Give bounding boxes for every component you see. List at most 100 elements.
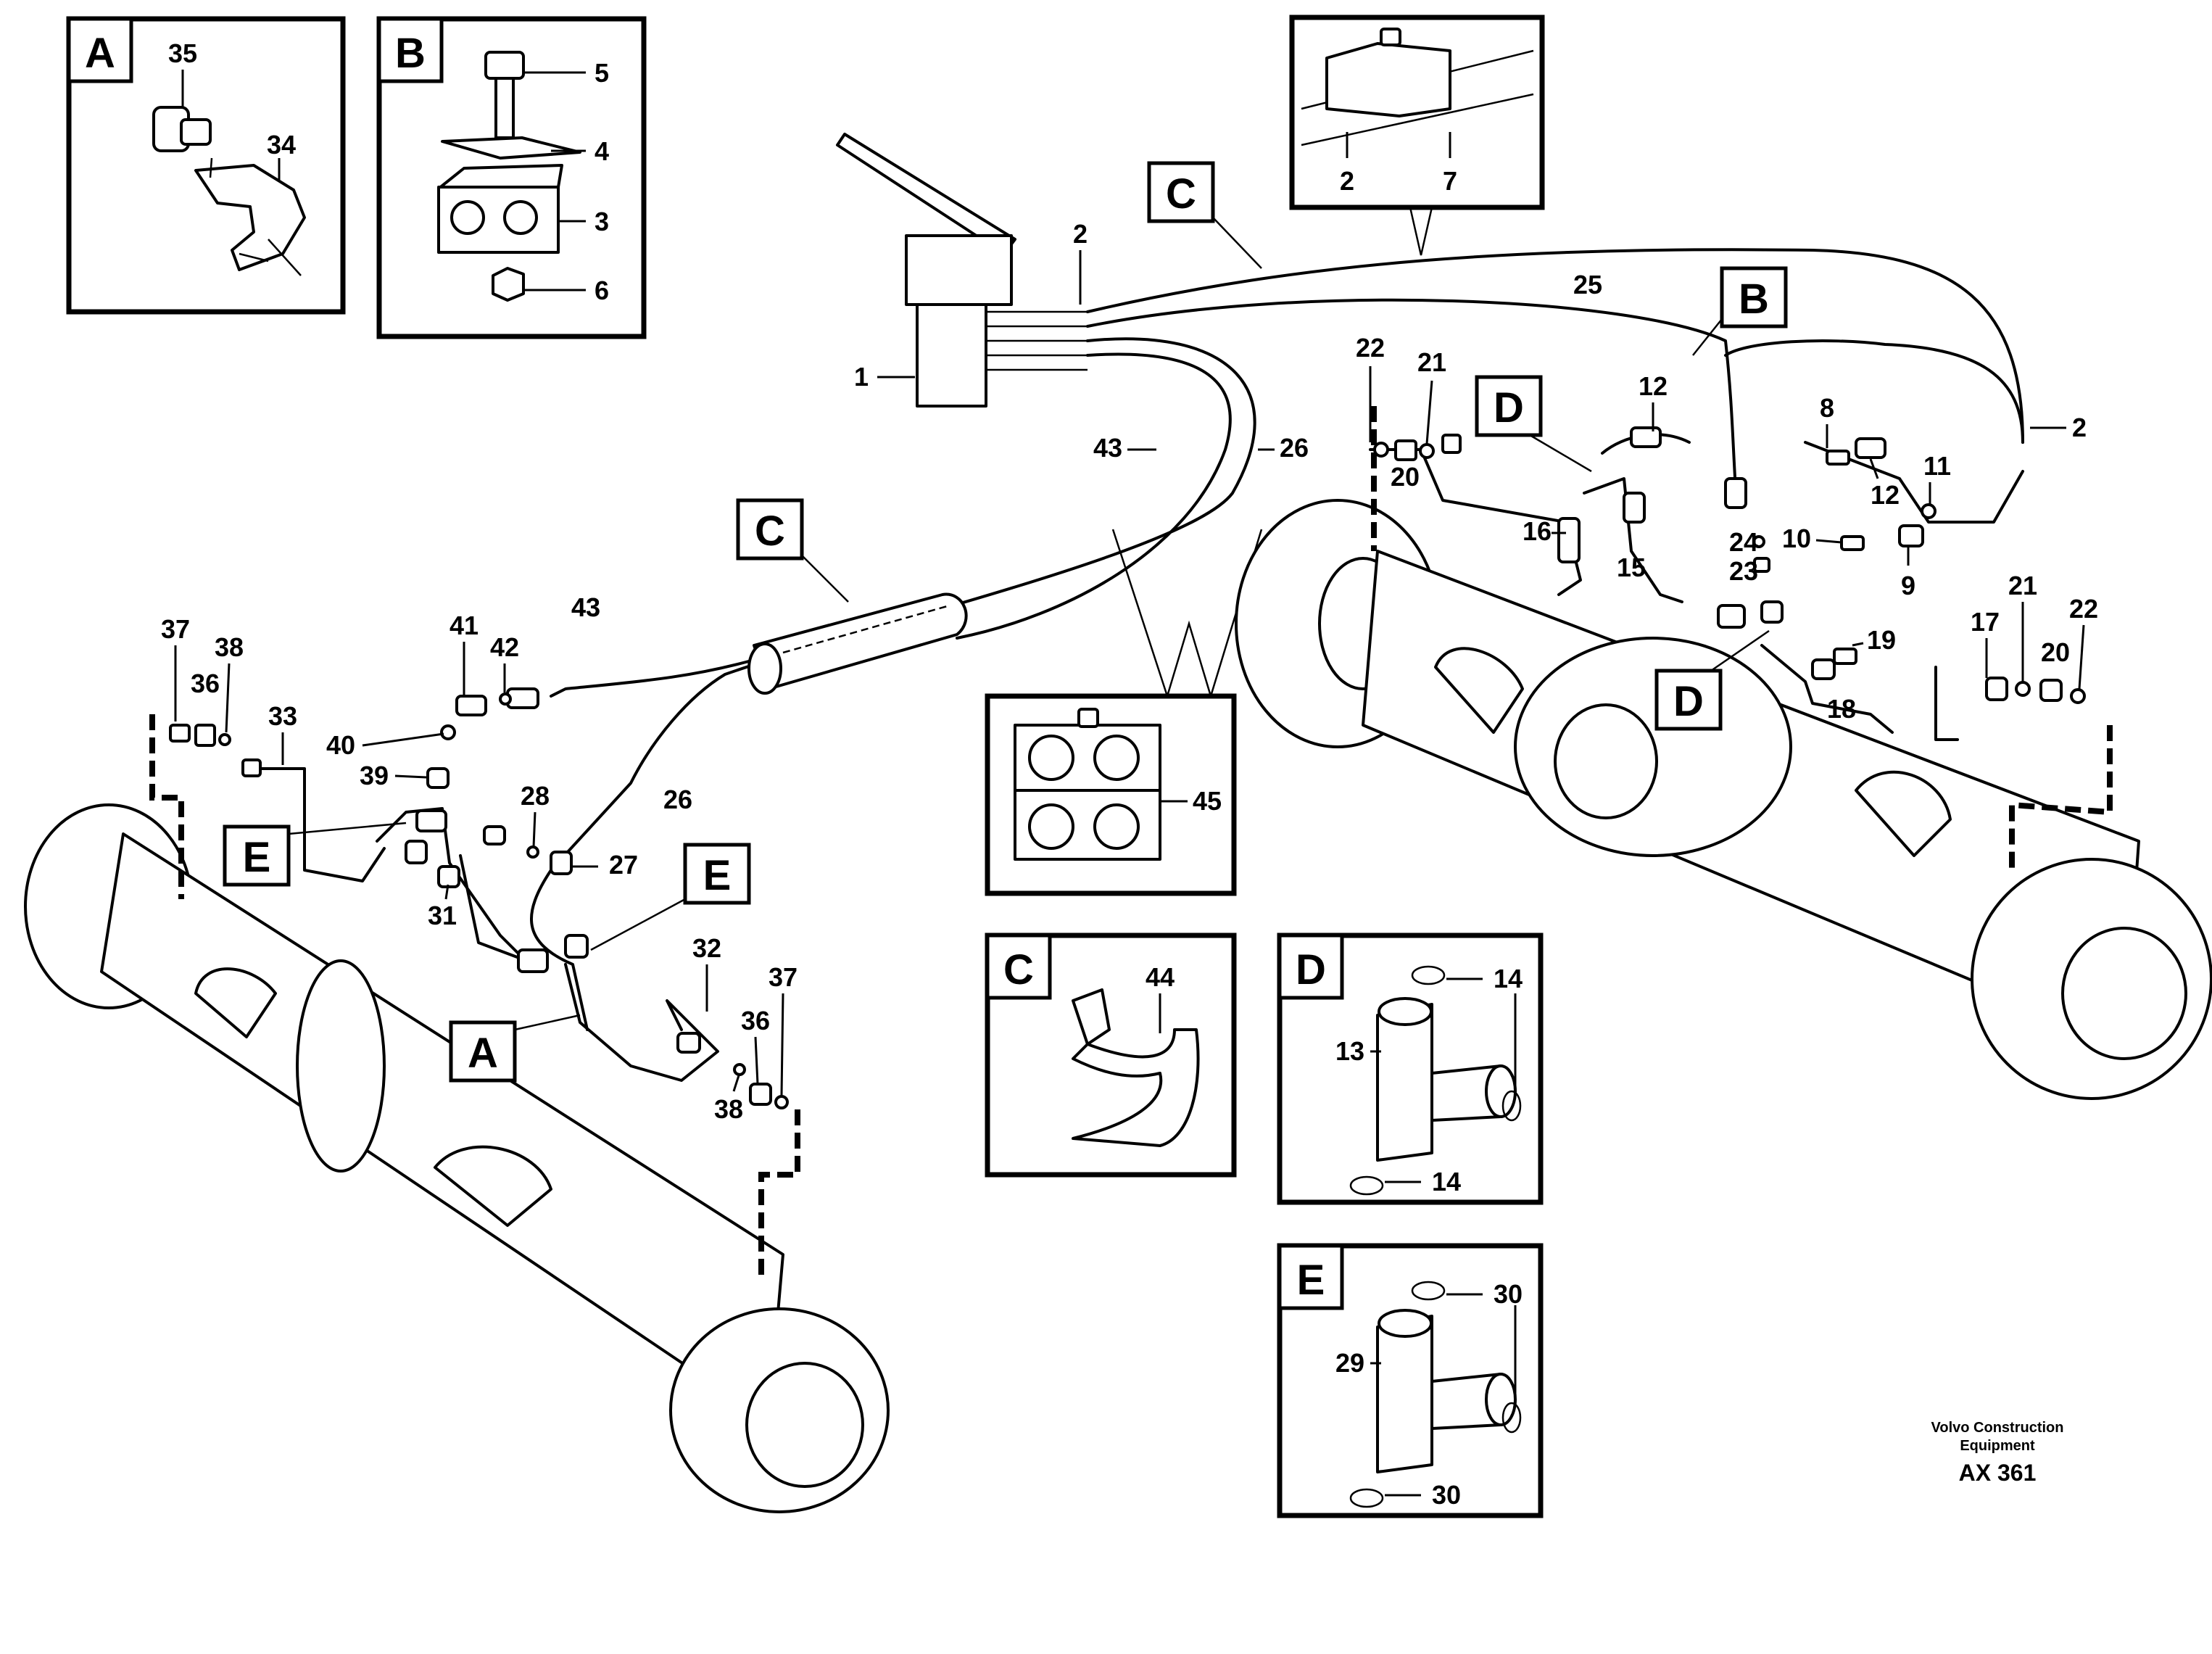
protective-sleeve [747,592,968,695]
callout-26-front: 26 [663,785,692,814]
callout-10: 10 [1782,524,1811,553]
callout-37-front-right: 37 [769,962,798,992]
callout-14-bottom: 14 [1432,1167,1461,1196]
tee-fitting-illustration-e [1376,1309,1517,1473]
callout-2-valve: 2 [1073,219,1088,249]
rear-axle-fittings [1369,426,2086,741]
callout-11: 11 [1923,451,1951,481]
view-b-letter: B [395,30,426,77]
callout-12-rear-right: 12 [1871,480,1900,510]
callout-7: 7 [1443,166,1457,196]
callout-23: 23 [1729,556,1758,586]
detail-view-a: A 35 34 [66,16,346,315]
front-axle-callouts: 37 36 38 33 41 42 43 40 39 31 28 27 32 3… [161,592,798,1124]
front-axle [24,714,890,1513]
callout-45: 45 [1193,786,1222,816]
tag-d-top: D [1494,384,1524,431]
brand-line-2: Equipment [1960,1438,2035,1454]
callout-21-rear-left: 21 [1417,347,1446,377]
o-ring-top-d [1411,965,1446,985]
o-ring-bottom-d [1349,1175,1384,1196]
detail-view-hose-clamp: 2 7 [1289,15,1545,256]
callout-36-front-right: 36 [741,1006,770,1035]
callout-32: 32 [692,933,721,963]
callout-28: 28 [521,781,550,811]
callout-39: 39 [360,761,389,790]
callout-14-top: 14 [1494,964,1523,993]
o-ring-side-d [1501,1090,1522,1122]
callout-43-top: 43 [1093,433,1122,463]
callout-22-rear-right: 22 [2069,594,2098,624]
callout-41: 41 [450,611,479,640]
callout-2-hose: 2 [2072,413,2087,442]
callout-37-front-left: 37 [161,614,190,644]
plate-illustration [441,136,581,160]
callout-36-front-left: 36 [191,669,220,698]
rear-axle-callouts: 22 21 20 12 16 15 8 12 11 10 9 24 23 19 … [1356,333,2098,724]
front-axle-fittings [169,687,789,1109]
callout-38-front-left: 38 [215,632,244,662]
view-connector-lines [1111,529,1263,700]
callout-43-front-fitting: 43 [571,592,600,622]
view-e-letter: E [1297,1257,1325,1304]
callout-1: 1 [854,362,869,392]
drawing-code: AX 361 [1959,1460,2037,1486]
callout-34: 34 [267,130,296,160]
callout-22-rear-left: 22 [1356,333,1385,363]
detail-view-d: D 14 13 14 [1277,933,1544,1205]
callout-44: 44 [1146,962,1175,992]
callout-30-bottom: 30 [1432,1480,1461,1510]
publisher-footer: Volvo Construction Equipment AX 361 [1931,1420,2064,1486]
detail-view-c: C 44 [985,933,1237,1178]
tag-d-bottom: D [1673,678,1704,725]
detail-view-clamp-45: 45 [985,693,1237,896]
callout-9: 9 [1901,571,1915,600]
callout-38-front-right: 38 [714,1094,743,1124]
tag-e-right: E [703,852,732,899]
callout-13: 13 [1335,1036,1364,1066]
callout-2-clamp: 2 [1340,166,1354,196]
callout-19: 19 [1867,625,1896,655]
tag-c-sleeve: C [755,508,785,555]
callout-3: 3 [595,207,609,236]
callout-35: 35 [168,38,197,68]
clamp-block-illustration [437,164,563,254]
o-ring-bottom-e [1349,1488,1384,1508]
callout-33: 33 [268,701,297,731]
detail-view-e: E 30 29 30 [1277,1243,1544,1518]
callout-4: 4 [595,136,609,166]
view-a-letter: A [85,30,115,77]
view-c-letter: C [1003,946,1034,993]
screw-part-illustration [152,106,212,152]
callout-31: 31 [428,901,457,930]
o-ring-top-e [1411,1281,1446,1301]
brand-line-1: Volvo Construction [1931,1420,2064,1436]
bracket-part-illustration [194,157,306,276]
callout-26-top: 26 [1280,433,1309,463]
callout-8: 8 [1820,393,1834,423]
brake-valve-pedal: 1 2 [836,133,1088,408]
callout-25: 25 [1573,270,1602,299]
detail-view-b: B 5 4 3 6 [376,16,647,339]
view-d-letter: D [1296,946,1326,993]
callout-20-rear-left: 20 [1391,462,1420,492]
callout-18: 18 [1827,694,1856,724]
callout-12-rear-top: 12 [1639,371,1668,401]
callout-17: 17 [1971,607,2000,637]
callout-40: 40 [326,730,355,760]
callout-15: 15 [1617,553,1646,582]
tag-e-left: E [243,834,271,881]
main-view-tags: C C B D D E E A [223,161,1788,1083]
callout-16: 16 [1523,516,1552,546]
o-ring-side-e [1501,1402,1522,1434]
nut-illustration [492,267,525,302]
tag-c-top: C [1166,170,1196,218]
tag-b: B [1739,276,1769,323]
callout-43-front: 43 [571,592,600,622]
callout-5: 5 [595,58,609,88]
callout-21-rear-right: 21 [2008,571,2037,600]
tag-a: A [468,1030,498,1077]
callout-6: 6 [595,276,609,305]
